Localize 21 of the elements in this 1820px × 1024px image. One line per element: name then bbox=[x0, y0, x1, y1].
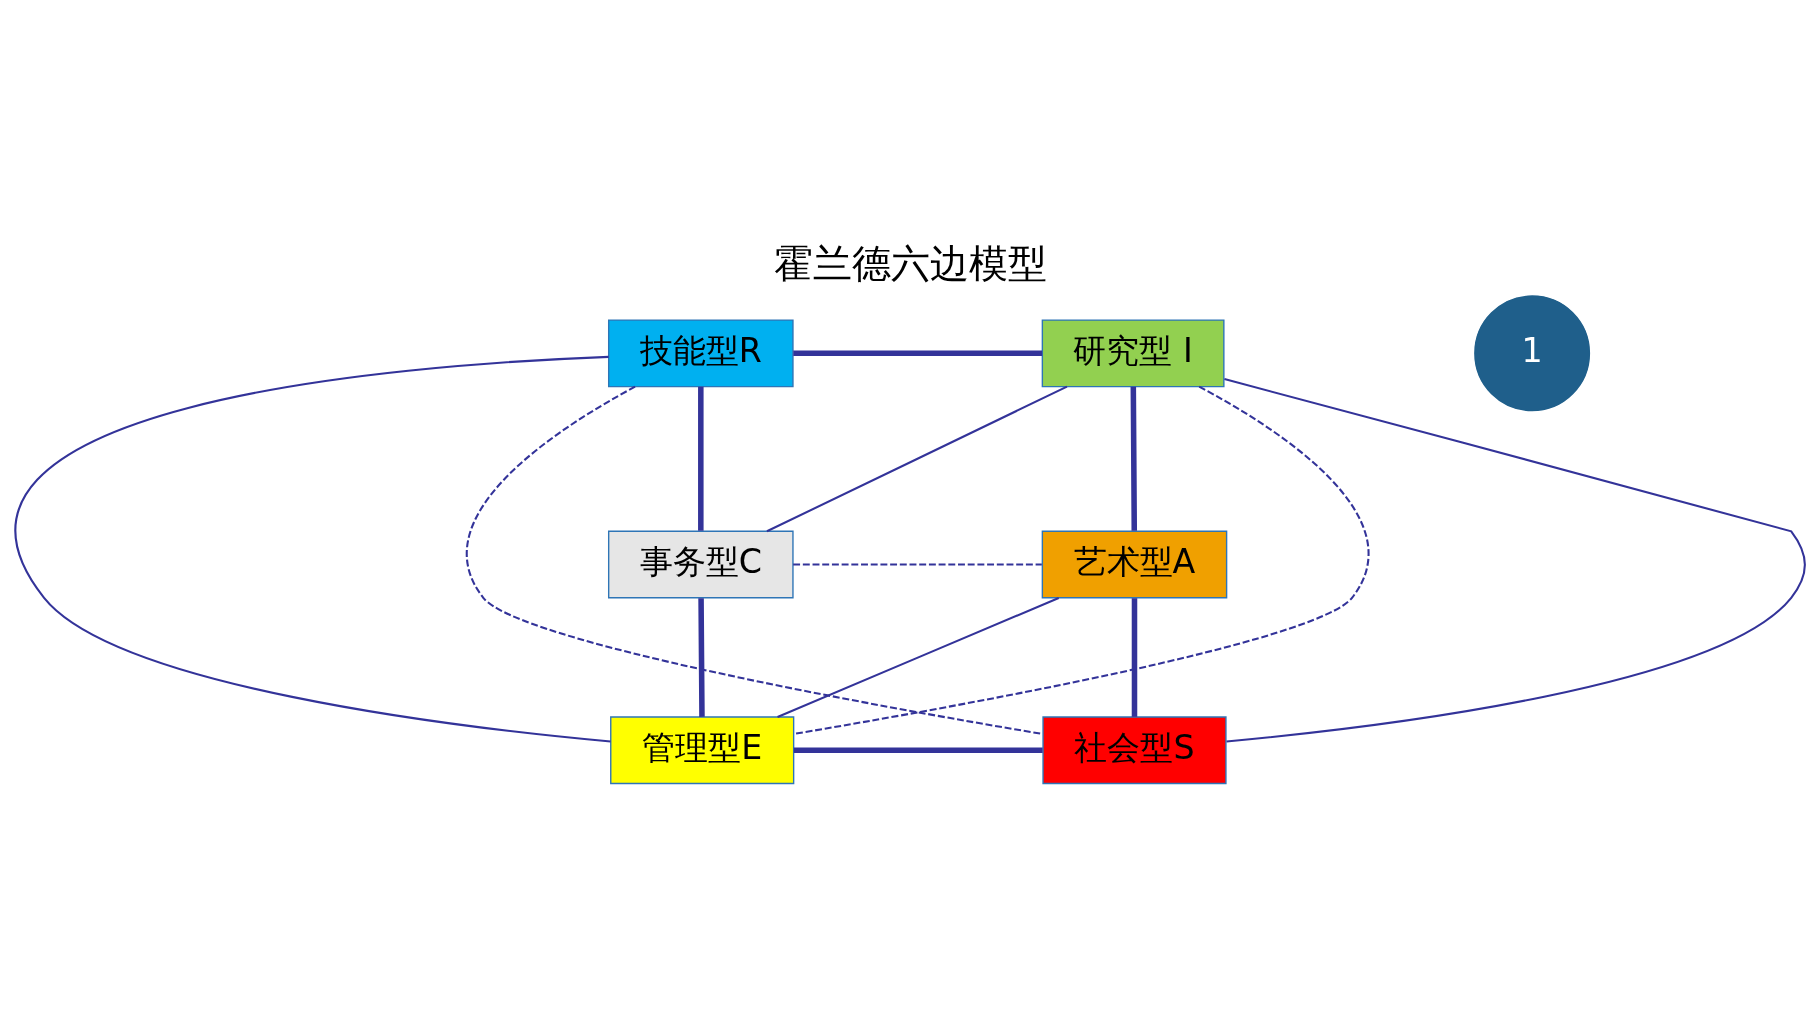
connector bbox=[466, 385, 1043, 735]
node-box: 技能型R bbox=[608, 319, 794, 388]
connector bbox=[16, 355, 611, 743]
connector bbox=[793, 563, 1042, 566]
connector bbox=[1224, 378, 1806, 743]
connector bbox=[777, 597, 1060, 718]
diagram-title: 霍兰德六边模型 bbox=[773, 241, 1047, 287]
node-box: 社会型S bbox=[1042, 716, 1227, 785]
label: 1 bbox=[1521, 330, 1543, 370]
node-box: 艺术型A bbox=[1041, 530, 1228, 599]
connector bbox=[793, 350, 1043, 357]
connector bbox=[698, 386, 704, 531]
node-box: 事务型C bbox=[608, 530, 794, 599]
connector bbox=[698, 598, 705, 717]
connector bbox=[793, 747, 1043, 753]
connector bbox=[1131, 598, 1138, 717]
connector bbox=[793, 385, 1370, 735]
node-box: 研究型 I bbox=[1041, 319, 1225, 388]
connector bbox=[1130, 386, 1138, 531]
connector bbox=[766, 385, 1068, 533]
node-box: 管理型E bbox=[610, 716, 795, 785]
